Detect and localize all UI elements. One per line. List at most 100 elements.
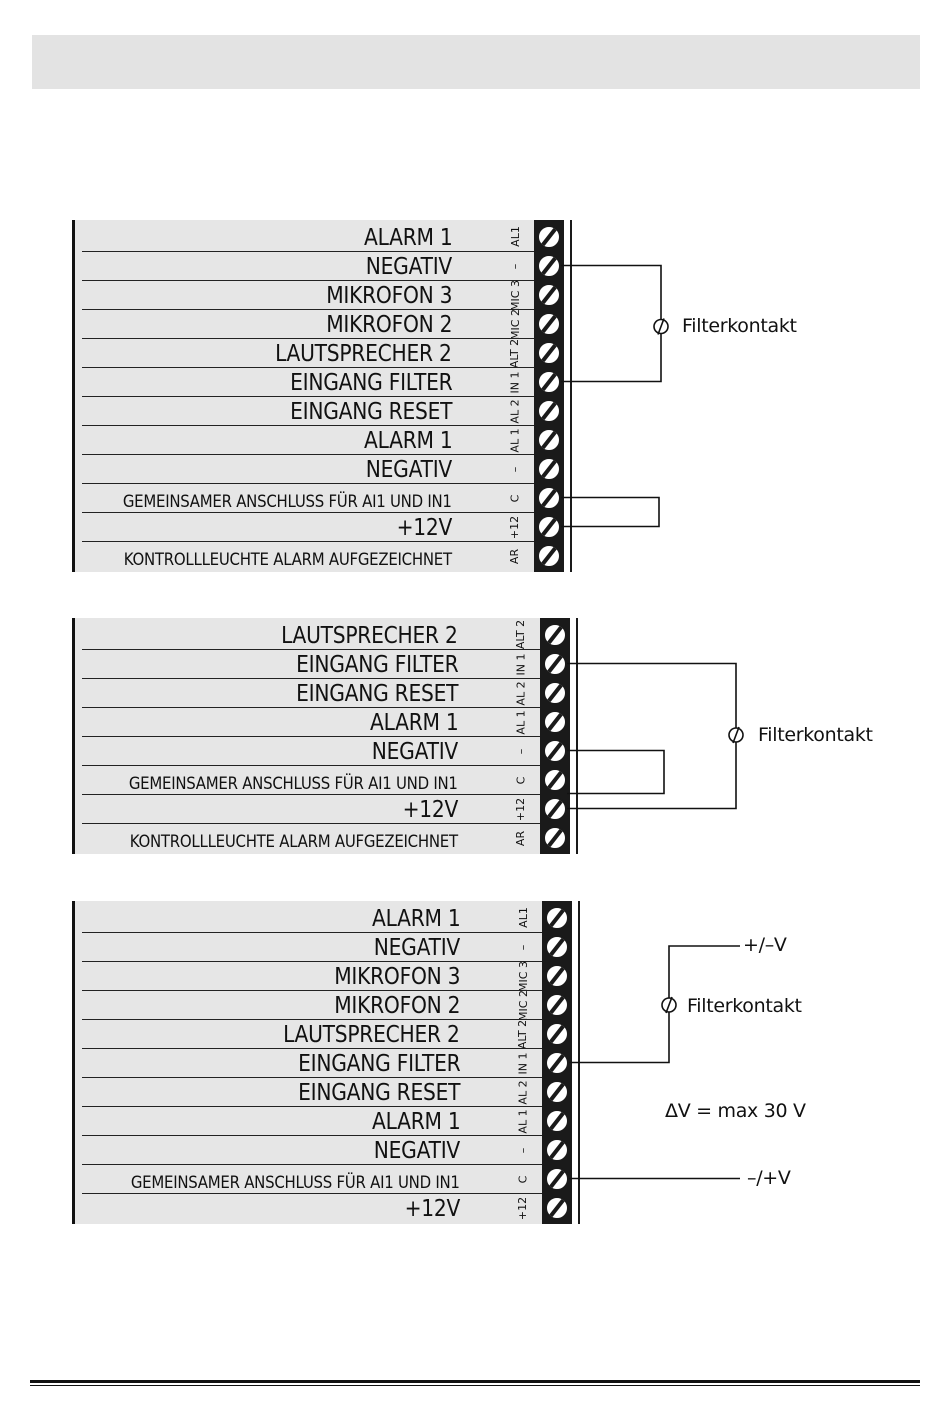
filter-wire <box>567 662 737 810</box>
jumper-wire <box>567 749 665 795</box>
terminal-label: EINGANG RESET <box>289 399 452 425</box>
screw-terminal-icon[interactable] <box>537 340 561 365</box>
terminal-label: MIKROFON 2 <box>325 312 452 338</box>
wiring-lines <box>567 662 744 810</box>
terminal-row: +12V+12 <box>82 512 534 541</box>
terminal-label: +12V <box>396 515 452 541</box>
terminal-label: LAUTSPRECHER 2 <box>283 1022 461 1048</box>
screw-terminal-icon[interactable] <box>537 543 561 568</box>
screw-terminal-icon[interactable] <box>545 934 569 959</box>
screw-terminal-icon[interactable] <box>537 253 561 278</box>
screw-terminal-icon[interactable] <box>543 796 567 821</box>
screw-terminal-icon[interactable] <box>545 1108 569 1133</box>
filter-contact-label: Filterkontakt <box>687 995 802 1017</box>
terminal-row: NEGATIV– <box>82 736 540 765</box>
terminal-label: ALARM 1 <box>363 428 453 454</box>
terminal-label: LAUTSPRECHER 2 <box>281 623 459 649</box>
terminal-label: GEMEINSAMER ANSCHLUSS FÜR AI1 UND IN1 <box>129 774 458 794</box>
wiring-lines <box>561 264 669 528</box>
screw-terminal-icon[interactable] <box>537 456 561 481</box>
screw-terminal-icon[interactable] <box>545 1137 569 1162</box>
terminal-strip-edge <box>576 618 578 854</box>
terminal-label: NEGATIV <box>373 935 460 961</box>
screw-terminal-icon[interactable] <box>537 514 561 539</box>
terminal-label: NEGATIV <box>365 254 452 280</box>
terminal-row: +12V+12 <box>82 794 540 823</box>
terminal-row: NEGATIV– <box>82 251 534 280</box>
screw-terminal-icon[interactable] <box>537 427 561 452</box>
supply-minus-plus-label: –/+V <box>747 1166 791 1189</box>
terminal-label: NEGATIV <box>365 457 452 483</box>
terminal-label: MIKROFON 3 <box>325 283 452 309</box>
screw-terminal-icon[interactable] <box>537 398 561 423</box>
terminal-label: KONTROLLLEUCHTE ALARM AUFGEZEICHNET <box>123 550 452 570</box>
screw-terminal-icon[interactable] <box>545 963 569 988</box>
wiring-lines <box>569 945 740 1180</box>
screw-terminal-icon[interactable] <box>537 485 561 510</box>
terminal-label: KONTROLLLEUCHTE ALARM AUFGEZEICHNET <box>129 832 458 852</box>
terminal-row: NEGATIV– <box>82 932 542 961</box>
screw-terminal-icon[interactable] <box>545 1166 569 1191</box>
filter-contact-icon <box>661 996 677 1014</box>
header-bar <box>32 35 920 89</box>
terminal-label: NEGATIV <box>373 1138 460 1164</box>
terminal-label: ALARM 1 <box>369 710 459 736</box>
terminal-label: EINGANG RESET <box>297 1080 460 1106</box>
screw-terminal-icon[interactable] <box>543 825 567 850</box>
supply-plus-minus-label: +/–V <box>743 934 787 956</box>
filter-contact-icon <box>728 726 744 744</box>
screw-terminal-icon[interactable] <box>543 622 567 647</box>
terminal-label: GEMEINSAMER ANSCHLUSS FÜR AI1 UND IN1 <box>131 1173 460 1193</box>
screw-terminal-icon[interactable] <box>545 1195 569 1220</box>
screw-terminal-icon[interactable] <box>543 651 567 676</box>
screw-terminal-icon[interactable] <box>537 369 561 394</box>
screw-terminal-icon[interactable] <box>545 992 569 1017</box>
terminal-label: +12V <box>404 1196 460 1222</box>
screw-terminal-icon[interactable] <box>537 282 561 307</box>
filter-contact-icon <box>653 318 669 335</box>
screw-terminal-icon[interactable] <box>537 311 561 336</box>
terminal-label: MIKROFON 3 <box>333 964 460 990</box>
filter-wire <box>561 264 662 383</box>
screw-terminal-icon[interactable] <box>543 709 567 734</box>
filter-contact-label: Filterkontakt <box>682 314 797 337</box>
terminal-label: GEMEINSAMER ANSCHLUSS FÜR AI1 UND IN1 <box>123 492 452 512</box>
terminal-label: ALARM 1 <box>371 906 461 932</box>
screw-terminal-icon[interactable] <box>537 224 561 249</box>
terminal-label: EINGANG FILTER <box>295 652 459 678</box>
jumper-wire <box>561 496 660 528</box>
terminal-label: EINGANG FILTER <box>289 370 453 396</box>
screw-terminal-icon[interactable] <box>545 1079 569 1104</box>
screw-terminal-icon[interactable] <box>543 738 567 763</box>
screw-terminal-icon[interactable] <box>545 1021 569 1046</box>
terminal-row: NEGATIV– <box>82 1135 542 1164</box>
terminal-label: ALARM 1 <box>371 1109 461 1135</box>
terminal-row: +12V+12 <box>82 1193 542 1222</box>
screw-terminal-icon[interactable] <box>543 680 567 705</box>
screw-terminal-icon[interactable] <box>545 1050 569 1075</box>
terminal-label: +12V <box>402 797 458 823</box>
screw-terminal-icon[interactable] <box>543 767 567 792</box>
screw-terminal-icon[interactable] <box>545 905 569 930</box>
filter-contact-label: Filterkontakt <box>758 724 873 746</box>
delta-v-label: ΔV = max 30 V <box>665 1100 806 1122</box>
